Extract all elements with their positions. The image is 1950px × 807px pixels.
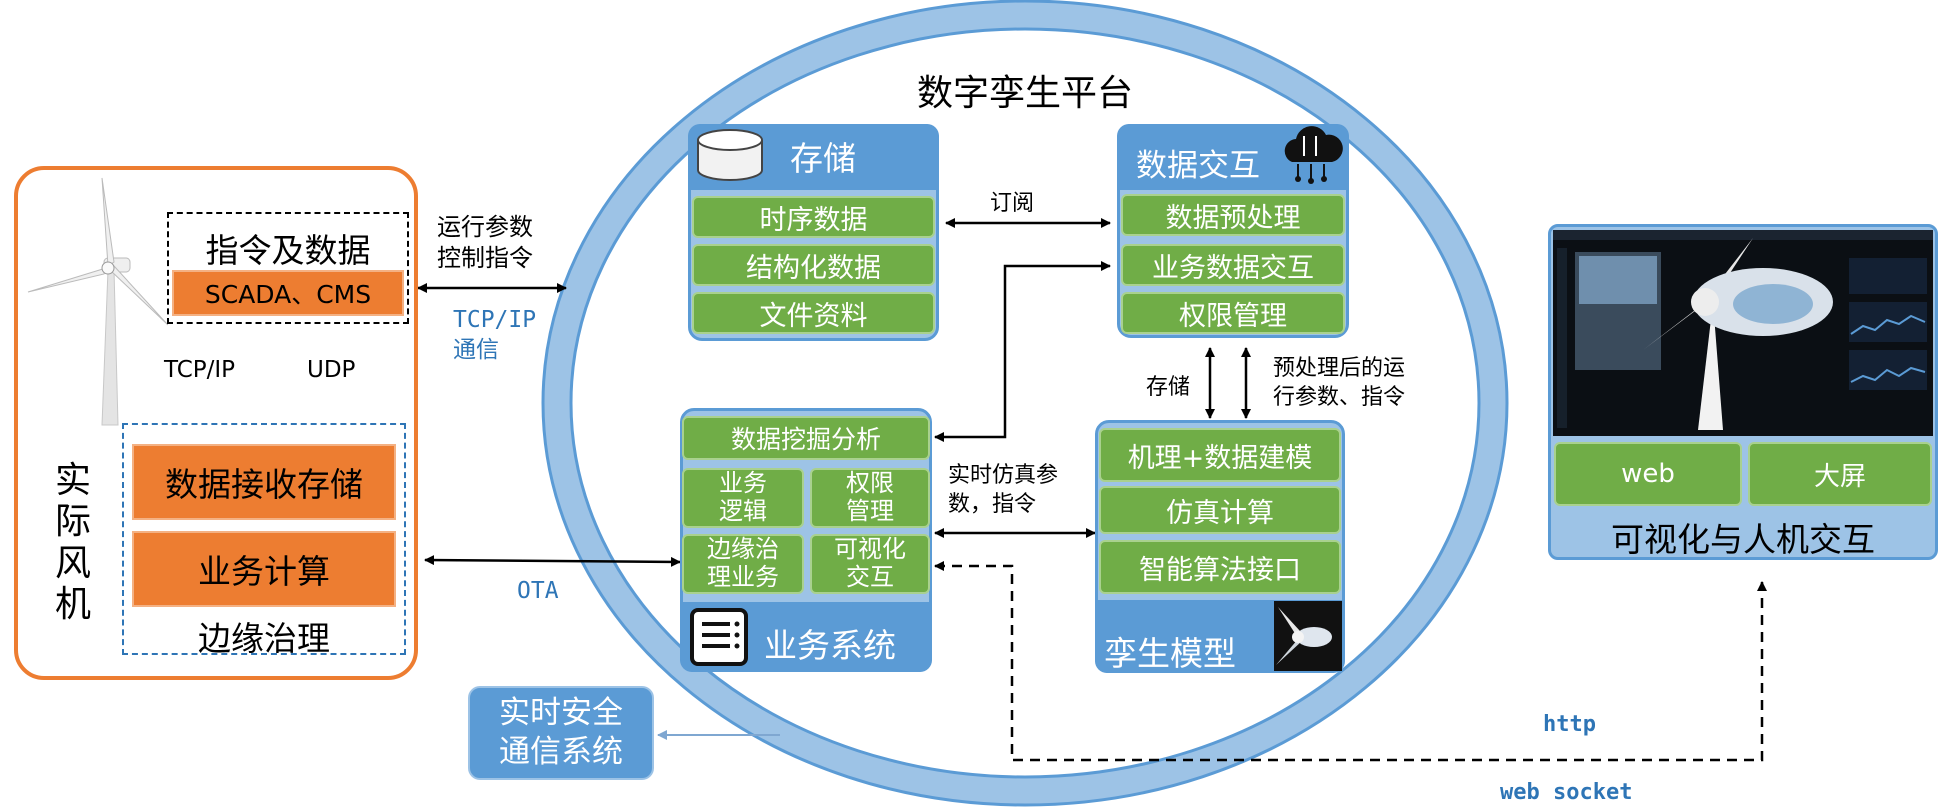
- twin-model-title: 孪生模型: [1104, 634, 1236, 673]
- storage-item-files: 文件资料: [692, 292, 935, 334]
- exchange-item-preprocess: 数据预处理: [1121, 194, 1345, 236]
- twin-item-algorithm-api: 智能算法接口: [1099, 540, 1341, 594]
- tcp-comm-label: TCP/IP 通信: [453, 307, 537, 363]
- tcpip-label: TCP/IP: [164, 357, 236, 383]
- platform-ring: [543, 1, 1507, 805]
- command-data-box: [167, 212, 409, 324]
- turbine-thumbnail-icon: [1274, 601, 1342, 671]
- subscribe-label: 订阅: [990, 191, 1035, 216]
- run-params-label: 运行参数 控制指令: [437, 213, 533, 273]
- visualization-title: 可视化与人机交互: [1611, 520, 1875, 559]
- http-label: http: [1543, 712, 1596, 737]
- business-logic: 业务 逻辑: [682, 468, 804, 528]
- dashboard-screenshot: [1553, 230, 1933, 436]
- exchange-item-permission: 权限管理: [1121, 292, 1345, 334]
- exchange-item-business-data: 业务数据交互: [1121, 244, 1345, 286]
- websocket-label: web socket: [1500, 780, 1633, 805]
- wind-turbine-icon: [27, 177, 168, 426]
- business-permission: 权限 管理: [810, 468, 930, 528]
- storage-arrow-label: 存储: [1146, 375, 1191, 400]
- security-system-box: 实时安全 通信系统: [468, 686, 654, 780]
- big-screen-button[interactable]: 大屏: [1748, 442, 1932, 506]
- storage-item-timeseries: 时序数据: [692, 196, 935, 238]
- edge-item-receive-store: 数据接收存储: [132, 444, 396, 520]
- business-visual-interaction: 可视化 交互: [810, 534, 930, 594]
- edge-governance-box: [122, 423, 406, 655]
- database-icon: [697, 129, 763, 181]
- ota-label: OTA: [517, 578, 559, 604]
- business-edge-governance: 边缘治 理业务: [682, 534, 804, 594]
- document-list-icon: [690, 608, 748, 666]
- web-button[interactable]: web: [1554, 442, 1742, 506]
- edge-item-business-compute: 业务计算: [132, 531, 396, 607]
- storage-item-structured: 结构化数据: [692, 244, 935, 286]
- cloud-exchange-icon: [1284, 126, 1343, 184]
- edge-governance-title: 边缘治理: [198, 619, 330, 658]
- twin-item-modeling: 机理+数据建模: [1099, 428, 1341, 482]
- turbine-side-label: 实际 风机: [54, 460, 91, 626]
- data-exchange-title: 数据交互: [1136, 148, 1260, 184]
- platform-title: 数字孪生平台: [916, 73, 1133, 114]
- command-data-title: 指令及数据: [205, 231, 371, 270]
- business-title: 业务系统: [764, 626, 896, 665]
- storage-title: 存储: [790, 139, 856, 178]
- udp-label: UDP: [307, 357, 356, 383]
- realtime-sim-label: 实时仿真参 数，指令: [948, 463, 1059, 517]
- business-data-mining: 数据挖掘分析: [682, 416, 930, 460]
- preprocessed-label: 预处理后的运 行参数、指令: [1273, 356, 1406, 410]
- twin-item-simulation: 仿真计算: [1099, 486, 1341, 534]
- scada-cms-box: SCADA、CMS: [172, 270, 404, 316]
